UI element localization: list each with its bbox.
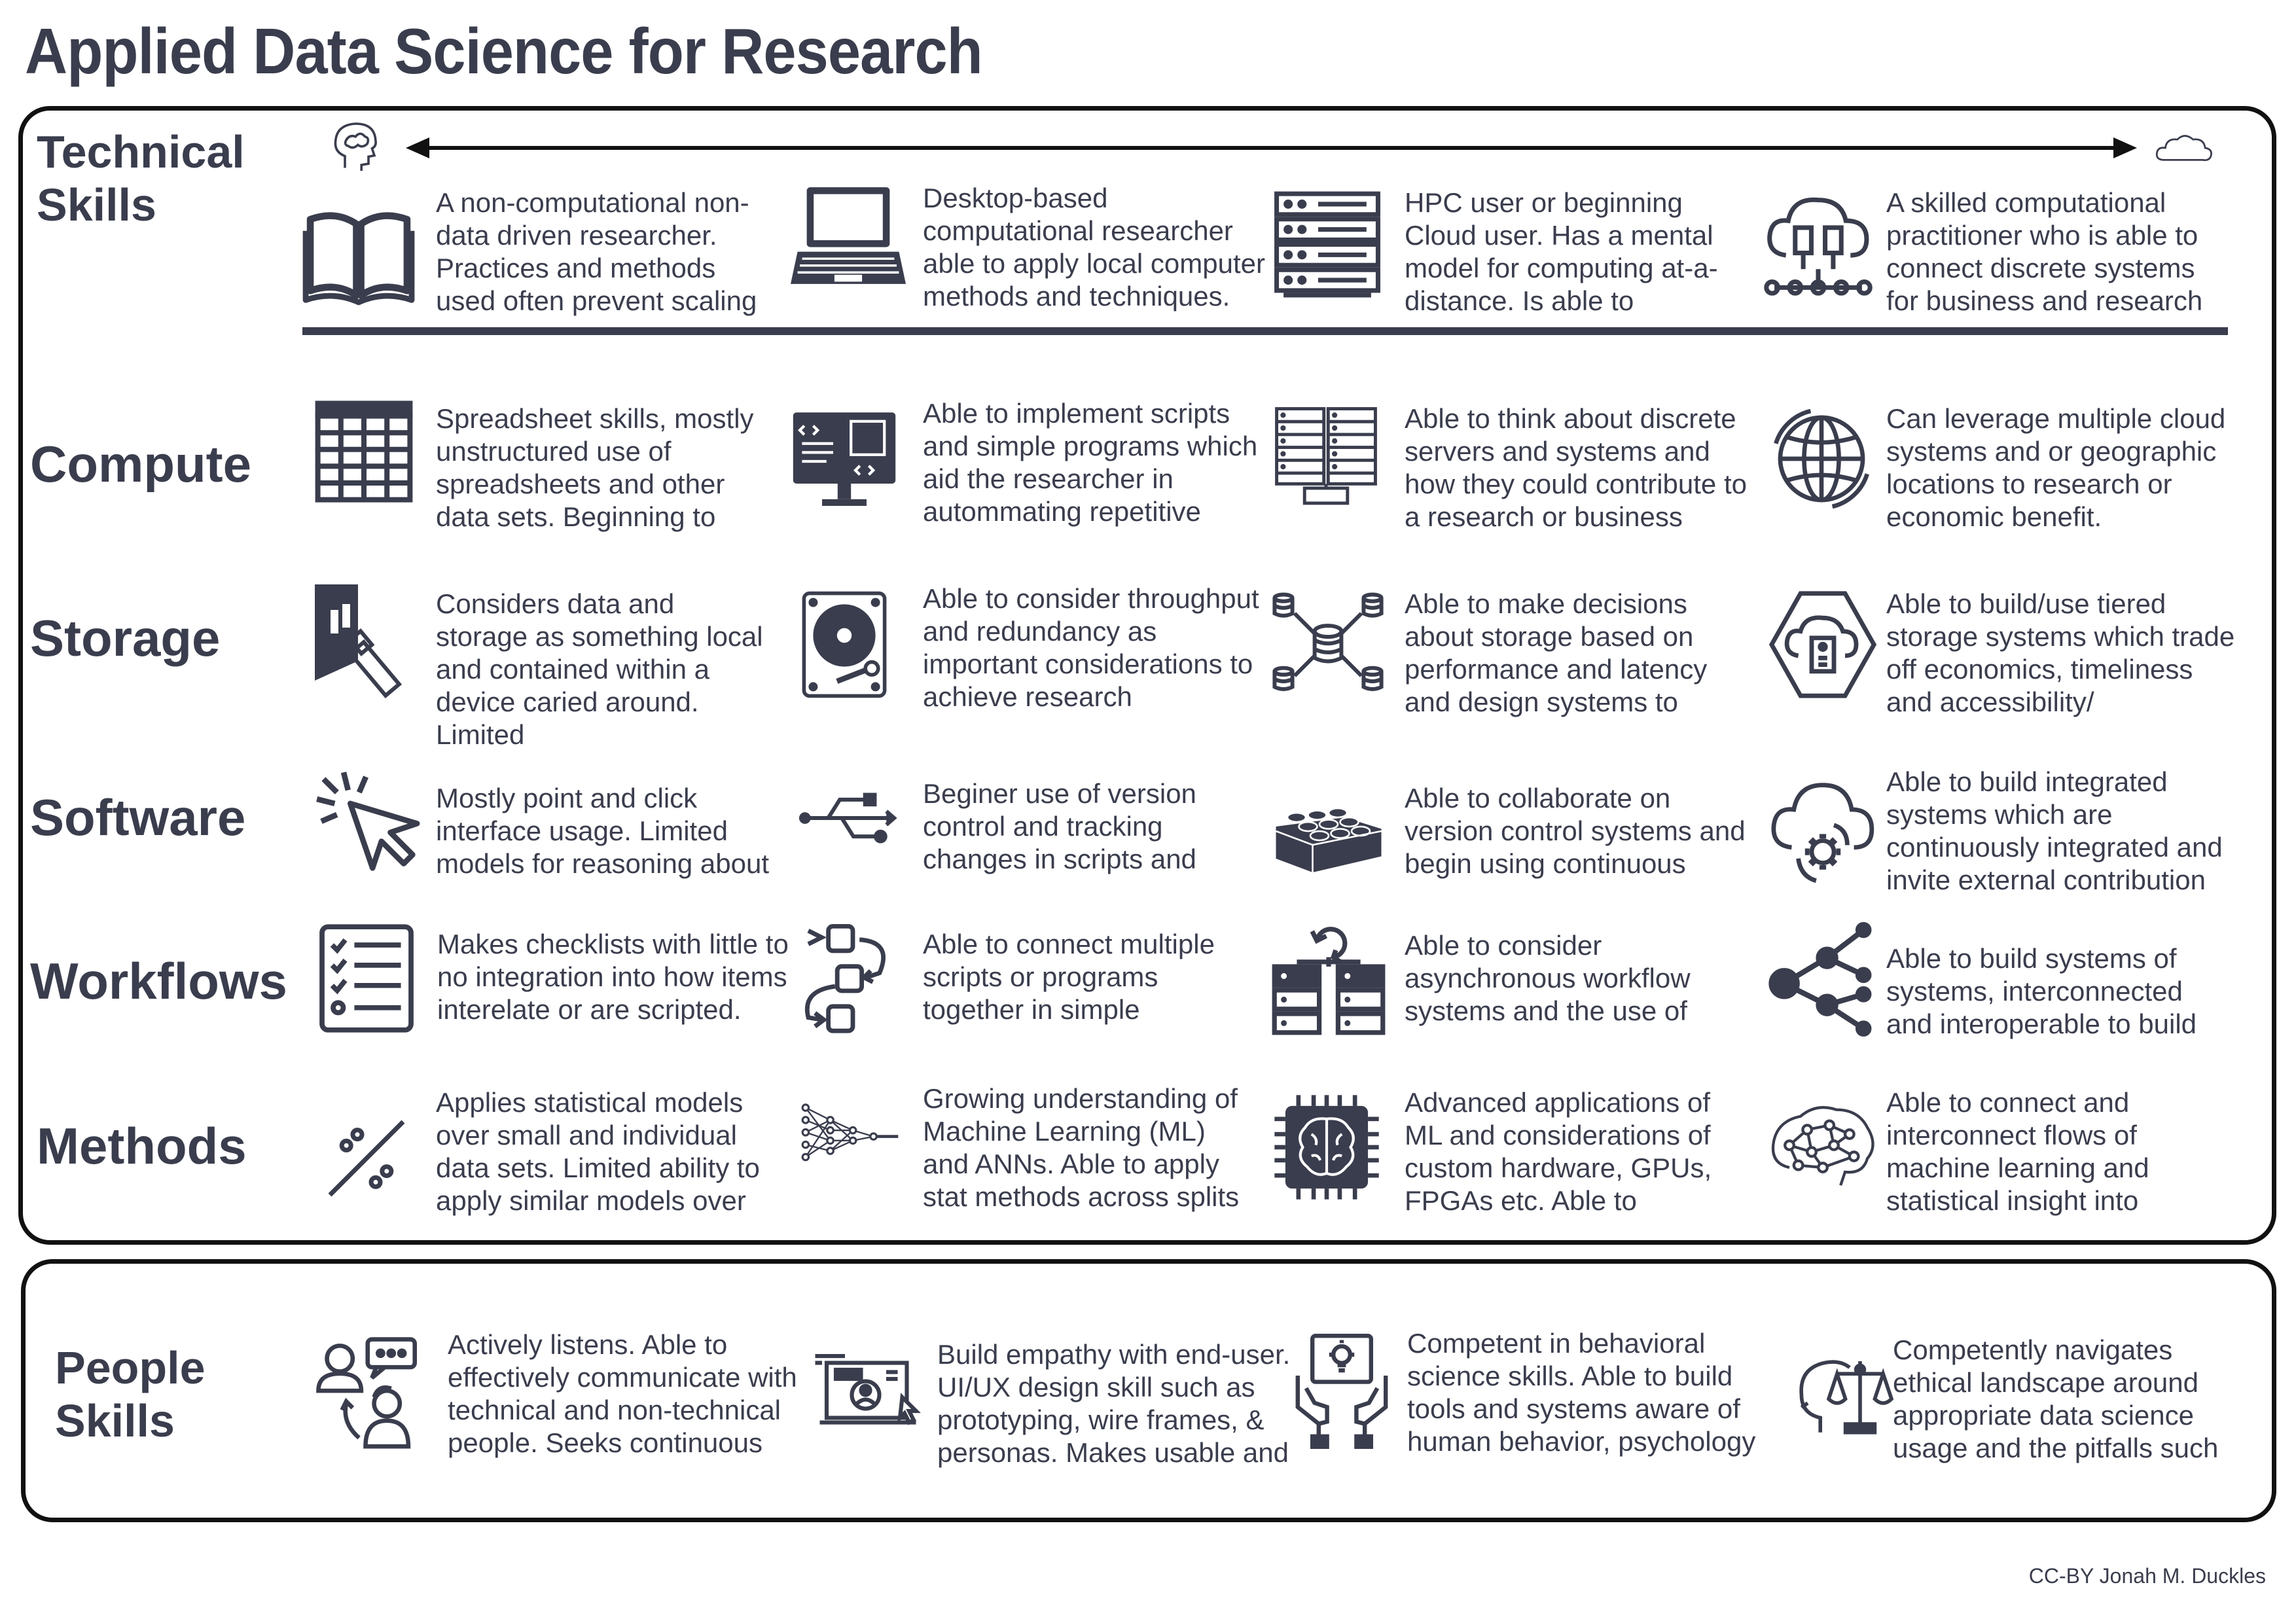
- compute-cell-1-text: Spreadsheet skills, mostly unstructured …: [436, 403, 754, 532]
- people-cell-2-text: Build empathy with end-user. UI/UX desig…: [937, 1339, 1291, 1468]
- conversation-icon: [314, 1335, 425, 1453]
- row-label-methods: Methods: [37, 1117, 247, 1175]
- ux-design-icon: [809, 1347, 927, 1438]
- globe-icon: [1767, 404, 1876, 513]
- methods-cell-1-text: Applies statistical models over small an…: [436, 1087, 760, 1216]
- workflows-cell-2-text: Able to connect multiple scripts or prog…: [923, 929, 1215, 1025]
- compute-cell-4-text: Can leverage multiple cloud systems and …: [1886, 403, 2226, 532]
- people-cell-3-text: Competent in behavioral science skills. …: [1407, 1328, 1756, 1457]
- workflows-cell-3-text: Able to consider asynchronous workflow s…: [1405, 930, 1691, 1026]
- methods-cell-3-text: Advanced applications of ML and consider…: [1405, 1087, 1712, 1216]
- idea-hands-icon: [1289, 1332, 1394, 1450]
- technical-level-3-text: HPC user or beginning Cloud user. Has a …: [1405, 187, 1718, 316]
- cloud-network-icon: [1761, 188, 1876, 304]
- storage-cell-2-text: Able to consider throughput and redundan…: [923, 583, 1259, 712]
- methods-cell-2-text: Growing understanding of Machine Learnin…: [923, 1083, 1240, 1212]
- people-cell-1-text: Actively listens. Able to effectively co…: [448, 1329, 797, 1458]
- workflows-cell-1-text: Makes checklists with little to no integ…: [437, 929, 789, 1025]
- storage-cell-3-text: Able to make decisions about storage bas…: [1405, 588, 1708, 717]
- row-label-software: Software: [30, 789, 246, 846]
- workflow-steps-icon: [797, 924, 908, 1035]
- laptop-icon: [791, 178, 906, 293]
- technical-label-line1: Technical: [37, 126, 245, 177]
- people-skills-panel: [21, 1259, 2276, 1522]
- usb-drive-icon: [309, 582, 407, 700]
- technical-level-1-text: A non-computational non-data driven rese…: [436, 187, 757, 316]
- ethics-scale-icon: [1787, 1347, 1894, 1438]
- neural-network-icon: [798, 1099, 903, 1171]
- technical-divider: [302, 327, 2228, 335]
- ai-chip-icon: [1272, 1093, 1381, 1202]
- hard-disk-icon: [798, 589, 890, 700]
- workflows-cell-4-text: Able to build systems of systems, interc…: [1886, 943, 2197, 1039]
- server-cluster-icon: [1272, 404, 1380, 512]
- technical-skills-label: Technical Skills: [37, 126, 245, 231]
- software-cell-2-text: Beginer use of version control and track…: [923, 778, 1196, 874]
- credit-line: CC-BY Jonah M. Duckles: [2028, 1564, 2266, 1588]
- branch-icon: [798, 792, 897, 844]
- async-servers-icon: [1270, 919, 1388, 1037]
- brain-icon: [327, 118, 386, 177]
- technical-label-line2: Skills: [37, 179, 156, 230]
- database-network-icon: [1272, 589, 1384, 700]
- spreadsheet-icon: [312, 399, 416, 504]
- people-label-line2: Skills: [55, 1395, 175, 1446]
- row-label-compute: Compute: [30, 435, 251, 493]
- software-cell-3-text: Able to collaborate on version control s…: [1405, 783, 1746, 879]
- checklist-icon: [314, 923, 419, 1034]
- technical-level-4-text: A skilled computational practitioner who…: [1886, 187, 2203, 316]
- row-label-storage: Storage: [30, 609, 221, 667]
- people-skills-label: People Skills: [55, 1342, 206, 1447]
- technical-skills-panel: [18, 106, 2276, 1245]
- methods-cell-4-text: Able to connect and interconnect flows o…: [1886, 1087, 2149, 1216]
- compute-cell-2-text: Able to implement scripts and simple pro…: [923, 398, 1258, 527]
- open-book-icon: [301, 196, 416, 312]
- cloud-storage-icon: [1767, 589, 1878, 700]
- cursor-click-icon: [310, 766, 422, 877]
- technical-level-2-text: Desktop-based computational researcher a…: [923, 183, 1265, 312]
- cloud-icon: [2153, 128, 2214, 168]
- percent-icon: [321, 1113, 412, 1204]
- cloud-gear-icon: [1767, 776, 1878, 887]
- server-rack-icon: [1270, 185, 1385, 300]
- row-label-workflows: Workflows: [30, 952, 287, 1010]
- software-cell-1-text: Mostly point and click interface usage. …: [436, 783, 769, 879]
- storage-cell-4-text: Able to build/use tiered storage systems…: [1886, 588, 2235, 717]
- storage-cell-1-text: Considers data and storage as something …: [436, 588, 763, 750]
- share-network-icon: [1767, 921, 1878, 1039]
- people-label-line1: People: [55, 1342, 206, 1393]
- brain-network-icon: [1767, 1099, 1878, 1191]
- code-monitor-icon: [789, 406, 900, 517]
- spectrum-arrow: [406, 135, 2137, 161]
- people-cell-4-text: Competently navigates ethical landscape …: [1893, 1334, 2219, 1463]
- lego-brick-icon: [1270, 785, 1388, 877]
- software-cell-4-text: Able to build integrated systems which a…: [1886, 766, 2223, 895]
- compute-cell-3-text: Able to think about discrete servers and…: [1405, 403, 1747, 532]
- page-title: Applied Data Science for Research: [25, 15, 983, 87]
